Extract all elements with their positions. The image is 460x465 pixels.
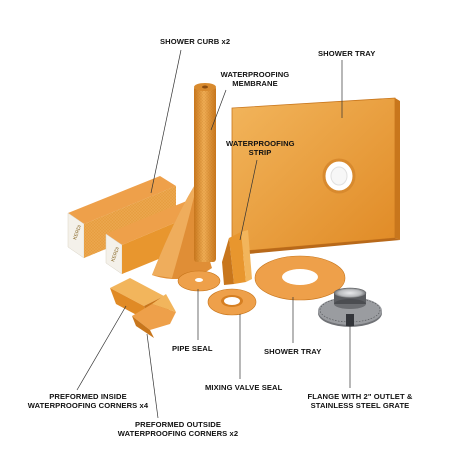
label-mixing-valve-seal: MIXING VALVE SEAL bbox=[205, 383, 282, 392]
label-outside-corners-line1: PREFORMED OUTSIDE bbox=[134, 420, 222, 429]
leader-inside-corners bbox=[76, 305, 127, 391]
leader-outside-corners bbox=[146, 333, 159, 419]
outside-corner bbox=[132, 294, 176, 338]
label-inside-corners-line1: PREFORMED INSIDE bbox=[49, 392, 127, 401]
label-waterproofing-strip: WATERPROOFING STRIP bbox=[226, 139, 295, 157]
label-shower-tray-bottom-text: SHOWER TRAY bbox=[264, 347, 322, 356]
shower-tray-panel bbox=[231, 97, 400, 255]
leader-lines bbox=[76, 49, 351, 419]
label-mixing-valve-seal-text: MIXING VALVE SEAL bbox=[205, 383, 283, 392]
label-waterproofing-membrane: WATERPROOFING MEMBRANE bbox=[220, 70, 290, 88]
label-flange-line2: STAINLESS STEEL GRATE bbox=[310, 401, 410, 410]
label-inside-corners: PREFORMED INSIDE WATERPROOFING CORNERS x… bbox=[24, 392, 152, 410]
label-strip-line1: WATERPROOFING bbox=[226, 139, 295, 148]
svg-text:KERDI: KERDI bbox=[72, 224, 83, 240]
label-inside-corners-line2: WATERPROOFING CORNERS x4 bbox=[27, 401, 149, 410]
label-outside-corners-line2: WATERPROOFING CORNERS x2 bbox=[117, 429, 239, 438]
label-pipe-seal: PIPE SEAL bbox=[172, 344, 213, 353]
pipe-seal bbox=[177, 270, 221, 292]
label-shower-curb-text: SHOWER CURB x2 bbox=[160, 37, 231, 46]
waterproofing-membrane bbox=[152, 83, 216, 280]
label-outside-corners: PREFORMED OUTSIDE WATERPROOFING CORNERS … bbox=[108, 420, 248, 438]
label-pipe-seal-text: PIPE SEAL bbox=[172, 344, 213, 353]
label-membrane-line1: WATERPROOFING bbox=[220, 70, 290, 79]
mixing-valve-seal bbox=[207, 288, 257, 316]
label-shower-tray-top: SHOWER TRAY bbox=[318, 49, 375, 58]
label-flange: FLANGE WITH 2" OUTLET & STAINLESS STEEL … bbox=[300, 392, 420, 410]
label-membrane-line2: MEMBRANE bbox=[232, 79, 278, 88]
label-flange-line1: FLANGE WITH 2" OUTLET & bbox=[307, 392, 413, 401]
label-strip-line2: STRIP bbox=[248, 148, 272, 157]
leader-membrane bbox=[210, 89, 227, 131]
leader-shower-curb bbox=[150, 49, 182, 194]
label-shower-curb: SHOWER CURB x2 bbox=[160, 37, 230, 46]
shower-tray-seal-ring bbox=[254, 255, 346, 301]
leader-strip bbox=[239, 159, 258, 241]
label-shower-tray-bottom: SHOWER TRAY bbox=[264, 347, 321, 356]
drain-flange bbox=[318, 287, 382, 327]
label-shower-tray-top-text: SHOWER TRAY bbox=[318, 49, 376, 58]
waterproofing-strip bbox=[222, 230, 252, 285]
svg-text:KERDI: KERDI bbox=[110, 246, 121, 262]
